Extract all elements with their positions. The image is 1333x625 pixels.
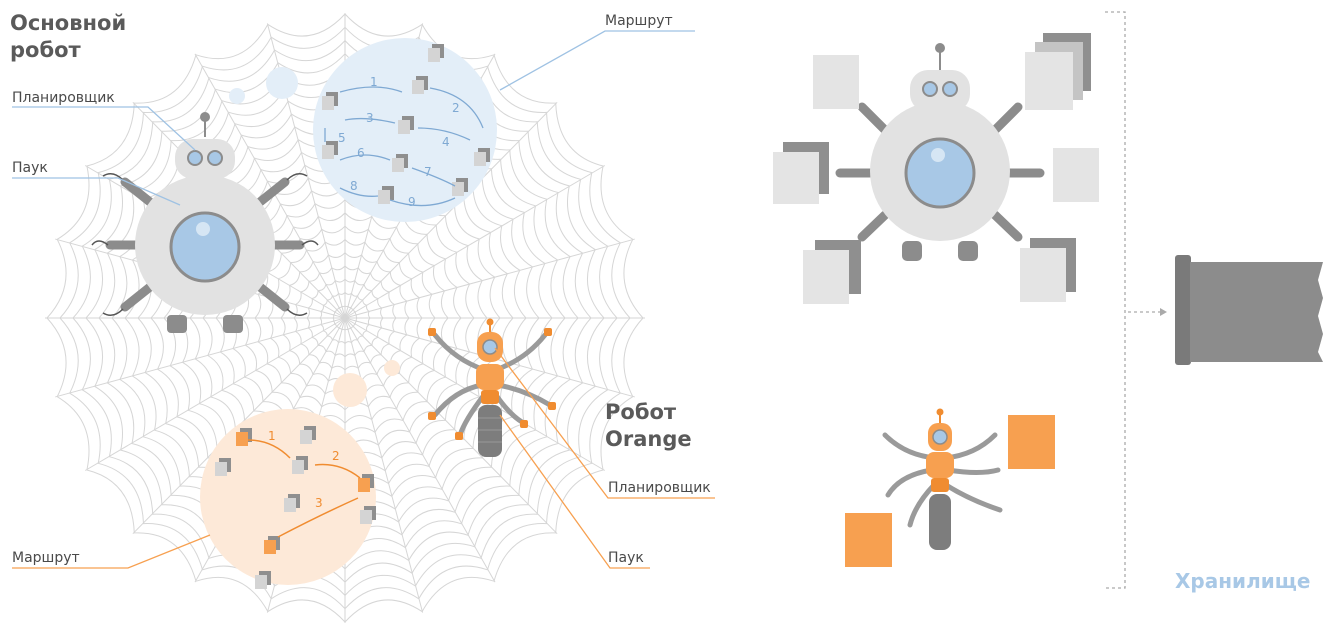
orange-robot bbox=[428, 318, 556, 457]
web-ring bbox=[46, 13, 644, 623]
route-page-cube bbox=[360, 506, 376, 524]
storage-label: Хранилище bbox=[1175, 569, 1310, 593]
route-page-cube bbox=[412, 76, 428, 94]
orange-robot-with-pages bbox=[882, 408, 1003, 550]
orange-robot-title: Orange bbox=[605, 427, 692, 451]
web-spoke bbox=[55, 317, 346, 398]
route-page-cube-orange bbox=[358, 474, 374, 492]
route-page-cube bbox=[474, 148, 490, 166]
main-route-step: 1 bbox=[370, 75, 378, 89]
route-page-cube bbox=[398, 116, 414, 134]
orange-route-label: Маршрут bbox=[12, 550, 80, 566]
web-spoke bbox=[344, 317, 606, 471]
main-robot-title: Основной bbox=[10, 11, 126, 35]
web-spoke bbox=[344, 317, 496, 583]
web-spoke bbox=[344, 238, 635, 319]
route-page-cube bbox=[428, 44, 444, 62]
route-page-cube bbox=[292, 456, 308, 474]
route-page-cube bbox=[255, 571, 271, 589]
main-route-step: 2 bbox=[452, 101, 460, 115]
route-page-cube bbox=[284, 494, 300, 512]
main-route-pages bbox=[322, 44, 490, 204]
orange-route-step: 3 bbox=[315, 496, 323, 510]
main-route-step: 3 bbox=[366, 111, 374, 125]
web-spoke bbox=[344, 101, 558, 319]
orange-route-pages bbox=[215, 426, 376, 589]
main-route-step: 9 bbox=[408, 195, 416, 209]
downloaded-pages-gray bbox=[773, 33, 1099, 304]
route-page-cube-orange bbox=[236, 428, 252, 446]
main-robot-title: робот bbox=[10, 38, 82, 62]
web-ring bbox=[254, 225, 436, 411]
leader-lines bbox=[12, 30, 715, 569]
main-route-step: 4 bbox=[442, 135, 450, 149]
web-ring bbox=[306, 278, 384, 358]
main-route-label: Маршрут bbox=[605, 13, 673, 29]
orange-route-step: 1 bbox=[268, 429, 276, 443]
route-page-cube bbox=[322, 92, 338, 110]
main-robot bbox=[91, 112, 319, 333]
web-spoke bbox=[194, 53, 346, 319]
web-ring bbox=[267, 238, 423, 398]
web-ring bbox=[72, 39, 618, 597]
main-route-step: 8 bbox=[350, 179, 358, 193]
orange-planner-label: Планировщик bbox=[608, 480, 711, 496]
web-spoke bbox=[84, 317, 346, 471]
route-page-cube bbox=[322, 141, 338, 159]
orange-robot-title: Робот bbox=[605, 400, 677, 424]
web-ring bbox=[280, 251, 410, 385]
orange-route-step: 2 bbox=[332, 449, 340, 463]
web-spoke bbox=[344, 317, 424, 613]
gray-robot-with-pages bbox=[835, 43, 1045, 261]
web-ring bbox=[332, 305, 358, 331]
storage-drive bbox=[1175, 255, 1323, 365]
main-route-step: 6 bbox=[357, 146, 365, 160]
downloaded-pages-orange bbox=[845, 415, 1055, 567]
route-page-cube bbox=[392, 154, 408, 172]
orange-spider-label: Паук bbox=[608, 550, 644, 566]
orange-route-zone: 1 2 3 bbox=[200, 360, 400, 589]
main-route-step: 5 bbox=[338, 131, 346, 145]
main-spider-label: Паук bbox=[12, 160, 48, 176]
storage-bracket bbox=[1105, 11, 1160, 589]
web-ring bbox=[319, 291, 371, 345]
web-spoke bbox=[344, 317, 558, 535]
main-planner-label: Планировщик bbox=[12, 90, 115, 106]
arrow-icon bbox=[1160, 308, 1167, 316]
web-ring bbox=[59, 26, 631, 610]
route-page-cube bbox=[378, 186, 394, 204]
route-page-cube bbox=[215, 458, 231, 476]
route-page-cube bbox=[452, 178, 468, 196]
web-spoke bbox=[344, 165, 606, 319]
route-page-cube-orange bbox=[264, 536, 280, 554]
web-ring bbox=[293, 265, 397, 371]
route-page-cube bbox=[300, 426, 316, 444]
main-route-step: 7 bbox=[424, 165, 432, 179]
main-route-zone: 1 2 3 4 5 6 7 8 9 bbox=[229, 38, 497, 222]
